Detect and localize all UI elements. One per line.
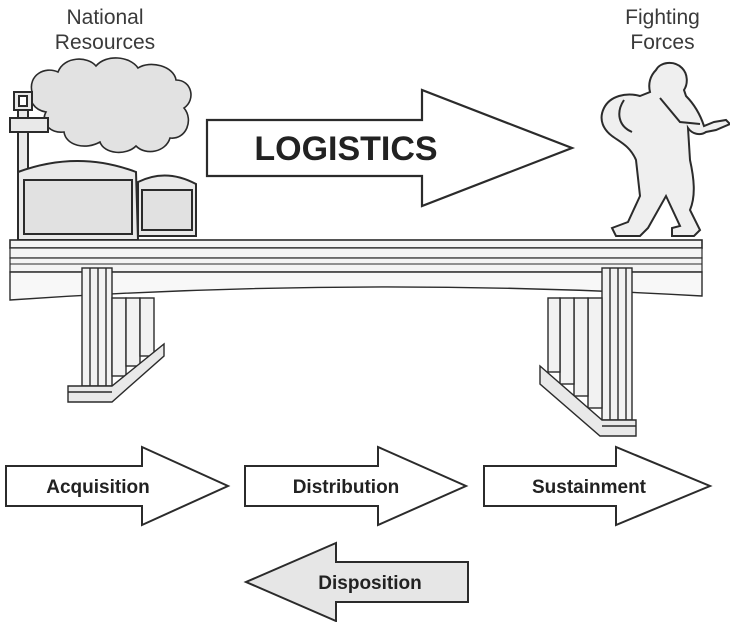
disposition-label: Disposition [318, 573, 421, 594]
fighting-forces-line1: Fighting [625, 6, 700, 29]
acquisition-arrow: Acquisition [5, 445, 231, 527]
national-resources-line1: National [66, 6, 144, 29]
chimney-window [18, 95, 28, 107]
distribution-label: Distribution [293, 477, 400, 498]
bridge-deck [9, 239, 703, 301]
national-resources-label: National Resources [30, 5, 180, 55]
sustainment-label: Sustainment [532, 477, 647, 498]
smoke-cloud-icon [30, 57, 192, 154]
bridge-pier-left [67, 267, 165, 403]
chimney-base [9, 117, 49, 133]
bridge-pier-right [539, 267, 637, 437]
acquisition-label: Acquisition [46, 477, 149, 498]
factory-illustration [9, 57, 197, 241]
distribution-arrow: Distribution [244, 445, 469, 527]
logistics-arrow-label: LOGISTICS [254, 130, 437, 168]
factory-side-window [141, 189, 193, 231]
logistics-arrow: LOGISTICS [205, 88, 576, 208]
fighting-forces-label: Fighting Forces [605, 5, 720, 55]
factory-main-window [23, 179, 133, 235]
disposition-arrow: Disposition [243, 541, 469, 623]
national-resources-line2: Resources [54, 31, 156, 54]
fighting-forces-line2: Forces [630, 31, 695, 54]
soldier-icon [600, 62, 730, 237]
sustainment-arrow: Sustainment [483, 445, 713, 527]
